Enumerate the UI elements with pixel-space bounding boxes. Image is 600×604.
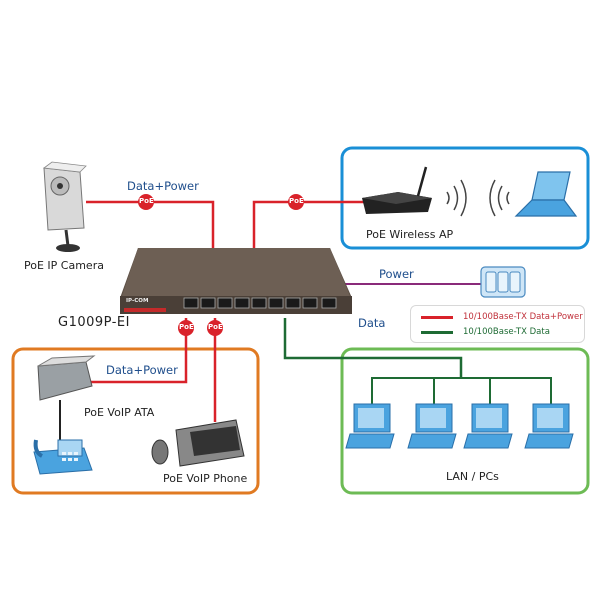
poe-badge-ap-label: PoE bbox=[289, 197, 304, 205]
voip-phone-label: PoE VoIP Phone bbox=[163, 472, 248, 485]
poe-port bbox=[285, 297, 301, 309]
poe-badge-camera-label: PoE bbox=[139, 197, 154, 205]
switch-ports bbox=[183, 297, 318, 309]
poe-badge-phone bbox=[207, 320, 223, 336]
poe-badge-ata bbox=[178, 320, 194, 336]
wireless-signal-icon bbox=[446, 179, 510, 217]
ap-poe-line bbox=[252, 200, 365, 250]
lan-label: LAN / PCs bbox=[446, 470, 499, 483]
voip-phone-icon bbox=[151, 419, 245, 467]
wireless-ap-label: PoE Wireless AP bbox=[366, 228, 454, 241]
poe-port bbox=[234, 297, 250, 309]
power-label: Power bbox=[379, 267, 414, 281]
laptop-icon bbox=[514, 171, 578, 217]
pc-icon bbox=[407, 403, 457, 449]
lan-group-box bbox=[340, 347, 590, 495]
legend-swatch-data bbox=[421, 330, 453, 334]
analog-phone-icon bbox=[33, 439, 93, 475]
pc-icon bbox=[345, 403, 395, 449]
voip-ata-icon bbox=[37, 355, 96, 401]
legend-label-poe: 10/100Base-TX Data+Power bbox=[463, 312, 583, 322]
poe-port bbox=[217, 297, 233, 309]
poe-port bbox=[302, 297, 318, 309]
poe-port bbox=[251, 297, 267, 309]
pc-icon bbox=[524, 403, 574, 449]
poe-badge-camera bbox=[138, 194, 154, 210]
poe-port bbox=[183, 297, 199, 309]
ata-link-label: Data+Power bbox=[106, 363, 178, 377]
wireless-group-box bbox=[340, 146, 590, 250]
ata-poe-line bbox=[90, 318, 188, 384]
lan-branch-line bbox=[371, 377, 552, 404]
camera-poe-line bbox=[86, 200, 215, 250]
pc-icon bbox=[463, 403, 513, 449]
data-label: Data bbox=[358, 316, 386, 330]
switch-brand-label: IP-COM bbox=[126, 298, 149, 304]
poe-switch bbox=[120, 248, 352, 314]
legend-label-data: 10/100Base-TX Data bbox=[463, 327, 550, 337]
legend-item-data: 10/100Base-TX Data bbox=[421, 327, 550, 337]
poe-badge-ata-label: PoE bbox=[179, 323, 194, 331]
poe-badge-phone-label: PoE bbox=[208, 323, 223, 331]
lan-data-line bbox=[283, 318, 463, 378]
camera-link-label: Data+Power bbox=[127, 179, 199, 193]
voip-group-box bbox=[11, 347, 260, 495]
legend-swatch-poe bbox=[421, 315, 453, 319]
pc-group bbox=[345, 403, 574, 449]
power-adapter-icon bbox=[480, 266, 526, 298]
legend: 10/100Base-TX Data+Power 10/100Base-TX D… bbox=[410, 305, 585, 343]
camera-label: PoE IP Camera bbox=[24, 259, 104, 272]
poe-badge-ap bbox=[288, 194, 304, 210]
switch-model-label: G1009P-EI bbox=[58, 315, 130, 330]
voip-ata-label: PoE VoIP ATA bbox=[84, 406, 155, 419]
poe-port bbox=[200, 297, 216, 309]
legend-item-poe: 10/100Base-TX Data+Power bbox=[421, 312, 583, 322]
uplink-port bbox=[321, 297, 337, 309]
wireless-ap-icon bbox=[362, 166, 432, 214]
poe-port bbox=[268, 297, 284, 309]
ip-camera-icon bbox=[42, 161, 87, 252]
